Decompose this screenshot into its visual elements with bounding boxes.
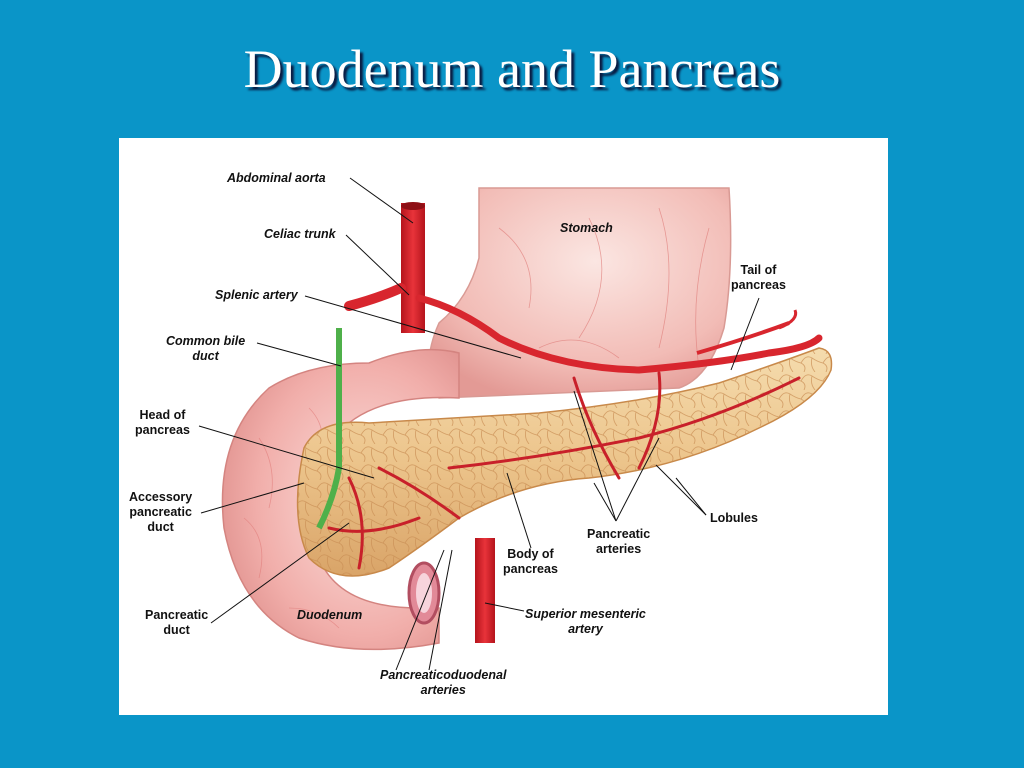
splenic-artery-vessel <box>415 294 823 374</box>
label-stomach: Stomach <box>560 221 613 235</box>
label-celiac-trunk: Celiac trunk <box>264 227 336 241</box>
anatomy-illustration <box>198 177 833 671</box>
abdominal-aorta-vessel <box>401 203 425 333</box>
anatomy-figure: Abdominal aorta Celiac trunk Splenic art… <box>119 138 888 715</box>
superior-mesenteric-artery-vessel <box>475 538 495 643</box>
label-duodenum: Duodenum <box>297 608 363 622</box>
pancreatic-arteries-vessels <box>327 371 801 570</box>
label-lobules: Lobules <box>710 511 758 525</box>
label-abdominal-aorta: Abdominal aorta <box>227 171 326 185</box>
slide-title: Duodenum and Pancreas <box>243 39 781 99</box>
leader-lines <box>198 177 760 671</box>
duodenum-shape <box>221 348 460 651</box>
label-splenic-artery: Splenic artery <box>215 288 298 302</box>
